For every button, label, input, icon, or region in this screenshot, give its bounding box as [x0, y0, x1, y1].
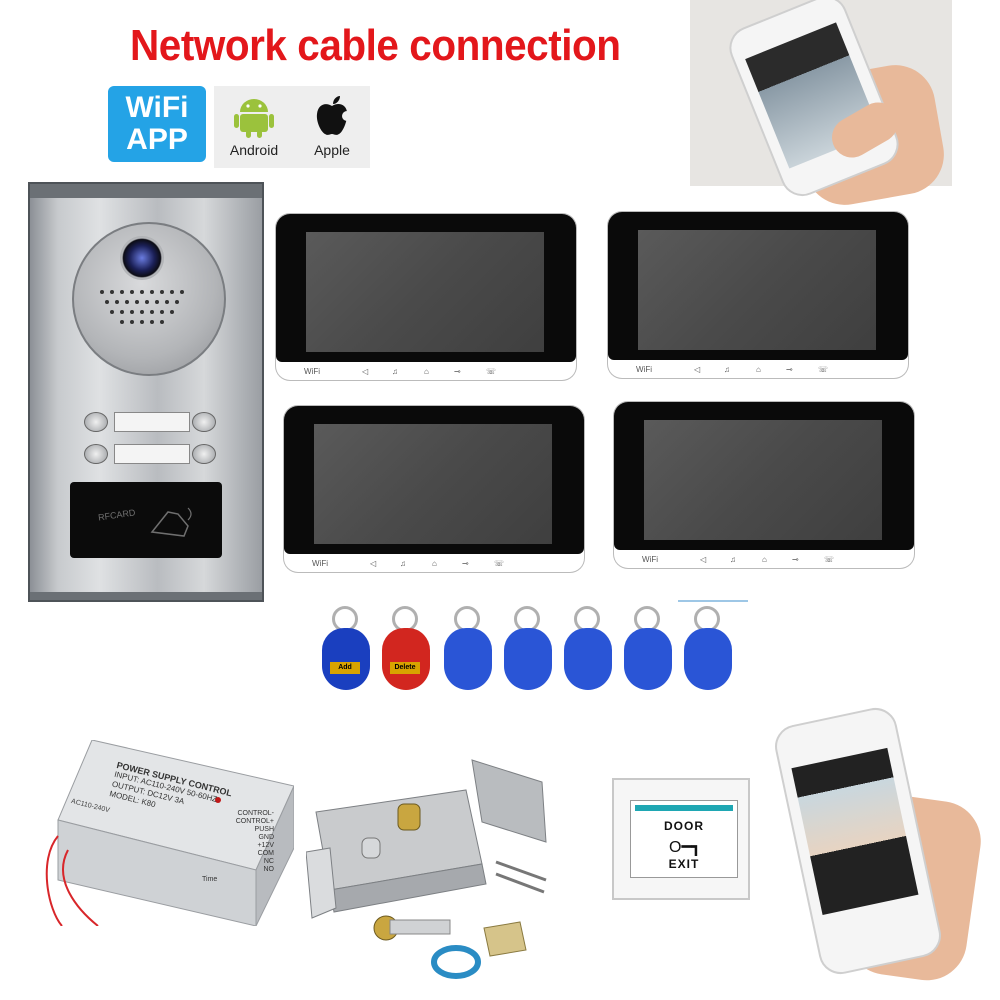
key-fob-4 [502, 606, 554, 690]
monitor-wifi-label: WiFi [636, 364, 652, 374]
power-supply-unit: POWER SUPPLY CONTROL INPUT: AC110-240V 5… [38, 640, 295, 927]
wifi-badge-line2: APP [126, 123, 188, 156]
fob-label: Add [330, 662, 360, 674]
home-icon[interactable]: ⌂ [424, 366, 429, 376]
rfid-key-fobs: Add Delete [320, 606, 740, 716]
name-card-2 [114, 444, 190, 464]
apple-icon [316, 96, 352, 135]
fob-tag [624, 628, 672, 690]
psu-terminal-label: COM [257, 850, 274, 857]
volume-icon[interactable]: ◁ [700, 554, 707, 564]
unlock-icon[interactable]: ⊸ [792, 554, 799, 564]
call-button-4[interactable] [192, 444, 216, 464]
page-title: Network cable connection [130, 21, 621, 70]
monitor-screen [644, 420, 882, 540]
speaker-grille [72, 222, 226, 376]
speaker-holes [100, 290, 196, 330]
key-fob-3 [442, 606, 494, 690]
indoor-monitor-3: WiFi ◁ ♫ ⌂ ⊸ ☏ [284, 406, 584, 572]
call-icon[interactable]: ☏ [818, 364, 829, 374]
fob-tag [684, 628, 732, 690]
home-icon[interactable]: ⌂ [756, 364, 761, 374]
key-fob-1: Add [320, 606, 372, 690]
fob-tag [444, 628, 492, 690]
unlock-icon[interactable]: ⊸ [454, 366, 461, 376]
call-button-2[interactable] [192, 412, 216, 432]
indoor-monitor-2: WiFi ◁ ♫ ⌂ ⊸ ☏ [608, 212, 908, 378]
call-icon[interactable]: ☏ [824, 554, 835, 564]
exit-door-label: DOOR [664, 819, 704, 833]
exit-label: EXIT [668, 857, 700, 871]
divider-line [678, 600, 748, 602]
fob-label: Delete [390, 662, 420, 674]
monitor-wifi-label: WiFi [642, 554, 658, 564]
os-badges: Android Apple [214, 86, 370, 168]
home-icon[interactable]: ⌂ [762, 554, 767, 564]
monitor-screen [638, 230, 876, 350]
fob-tag [322, 628, 370, 690]
monitor-wifi-label: WiFi [312, 558, 328, 568]
wifi-badge-line1: WiFi [125, 91, 189, 124]
call-button-1[interactable] [84, 412, 108, 432]
indoor-monitor-4: WiFi ◁ ♫ ⌂ ⊸ ☏ [614, 402, 914, 568]
key-fob-2: Delete [380, 606, 432, 690]
home-icon[interactable]: ⌂ [432, 558, 437, 568]
lock-drawing [305, 759, 547, 979]
key-fob-6 [622, 606, 674, 690]
fob-tag [564, 628, 612, 690]
monitor-screen [314, 424, 552, 544]
music-icon[interactable]: ♫ [392, 366, 398, 376]
volume-icon[interactable]: ◁ [694, 364, 701, 374]
psu-terminal-label: GND [258, 834, 274, 841]
psu-terminal-label: NO [263, 866, 275, 873]
wifi-app-badge: WiFi APP [108, 86, 206, 162]
psu-terminal-label: PUSH [254, 826, 274, 833]
exit-button[interactable]: DOOR O━┓ EXIT [630, 800, 738, 878]
psu-terminal-label: +12V [257, 842, 274, 849]
unlock-icon[interactable]: ⊸ [462, 558, 469, 568]
music-icon[interactable]: ♫ [724, 364, 730, 374]
rfid-hand-icon [150, 507, 192, 537]
phone-in-hand-photo-top [690, 0, 952, 212]
indoor-monitor-1: WiFi ◁ ♫ ⌂ ⊸ ☏ [276, 214, 576, 380]
psu-terminal-label: NC [263, 858, 274, 865]
call-icon[interactable]: ☏ [486, 366, 497, 376]
music-icon[interactable]: ♫ [730, 554, 736, 564]
android-badge: Android [218, 92, 290, 158]
camera-lens-icon [120, 236, 164, 280]
volume-icon[interactable]: ◁ [370, 558, 377, 568]
monitor-screen [306, 232, 544, 352]
call-button-3[interactable] [84, 444, 108, 464]
electric-door-lock [305, 752, 560, 992]
apple-badge: Apple [296, 92, 368, 158]
psu-terminal-label: CONTROL+ [235, 818, 274, 825]
volume-icon[interactable]: ◁ [362, 366, 369, 376]
android-label: Android [229, 142, 279, 158]
call-icon[interactable]: ☏ [494, 558, 505, 568]
rfid-label: RFCARD [97, 507, 137, 523]
name-card-1 [114, 412, 190, 432]
phone-in-hand-photo-bottom [770, 703, 986, 986]
rfid-card-reader: RFCARD [70, 482, 222, 558]
smartphone [770, 703, 946, 979]
monitor-wifi-label: WiFi [304, 366, 320, 376]
fob-tag [504, 628, 552, 690]
apple-label: Apple [314, 142, 350, 158]
key-fob-7 [682, 606, 734, 690]
android-icon [234, 99, 274, 138]
key-fob-5 [562, 606, 614, 690]
fob-tag [382, 628, 430, 690]
key-icon: O━┓ [669, 839, 701, 856]
unlock-icon[interactable]: ⊸ [786, 364, 793, 374]
music-icon[interactable]: ♫ [400, 558, 406, 568]
psu-time-label: Time [202, 876, 218, 883]
psu-terminal-label: CONTROL- [237, 810, 274, 817]
